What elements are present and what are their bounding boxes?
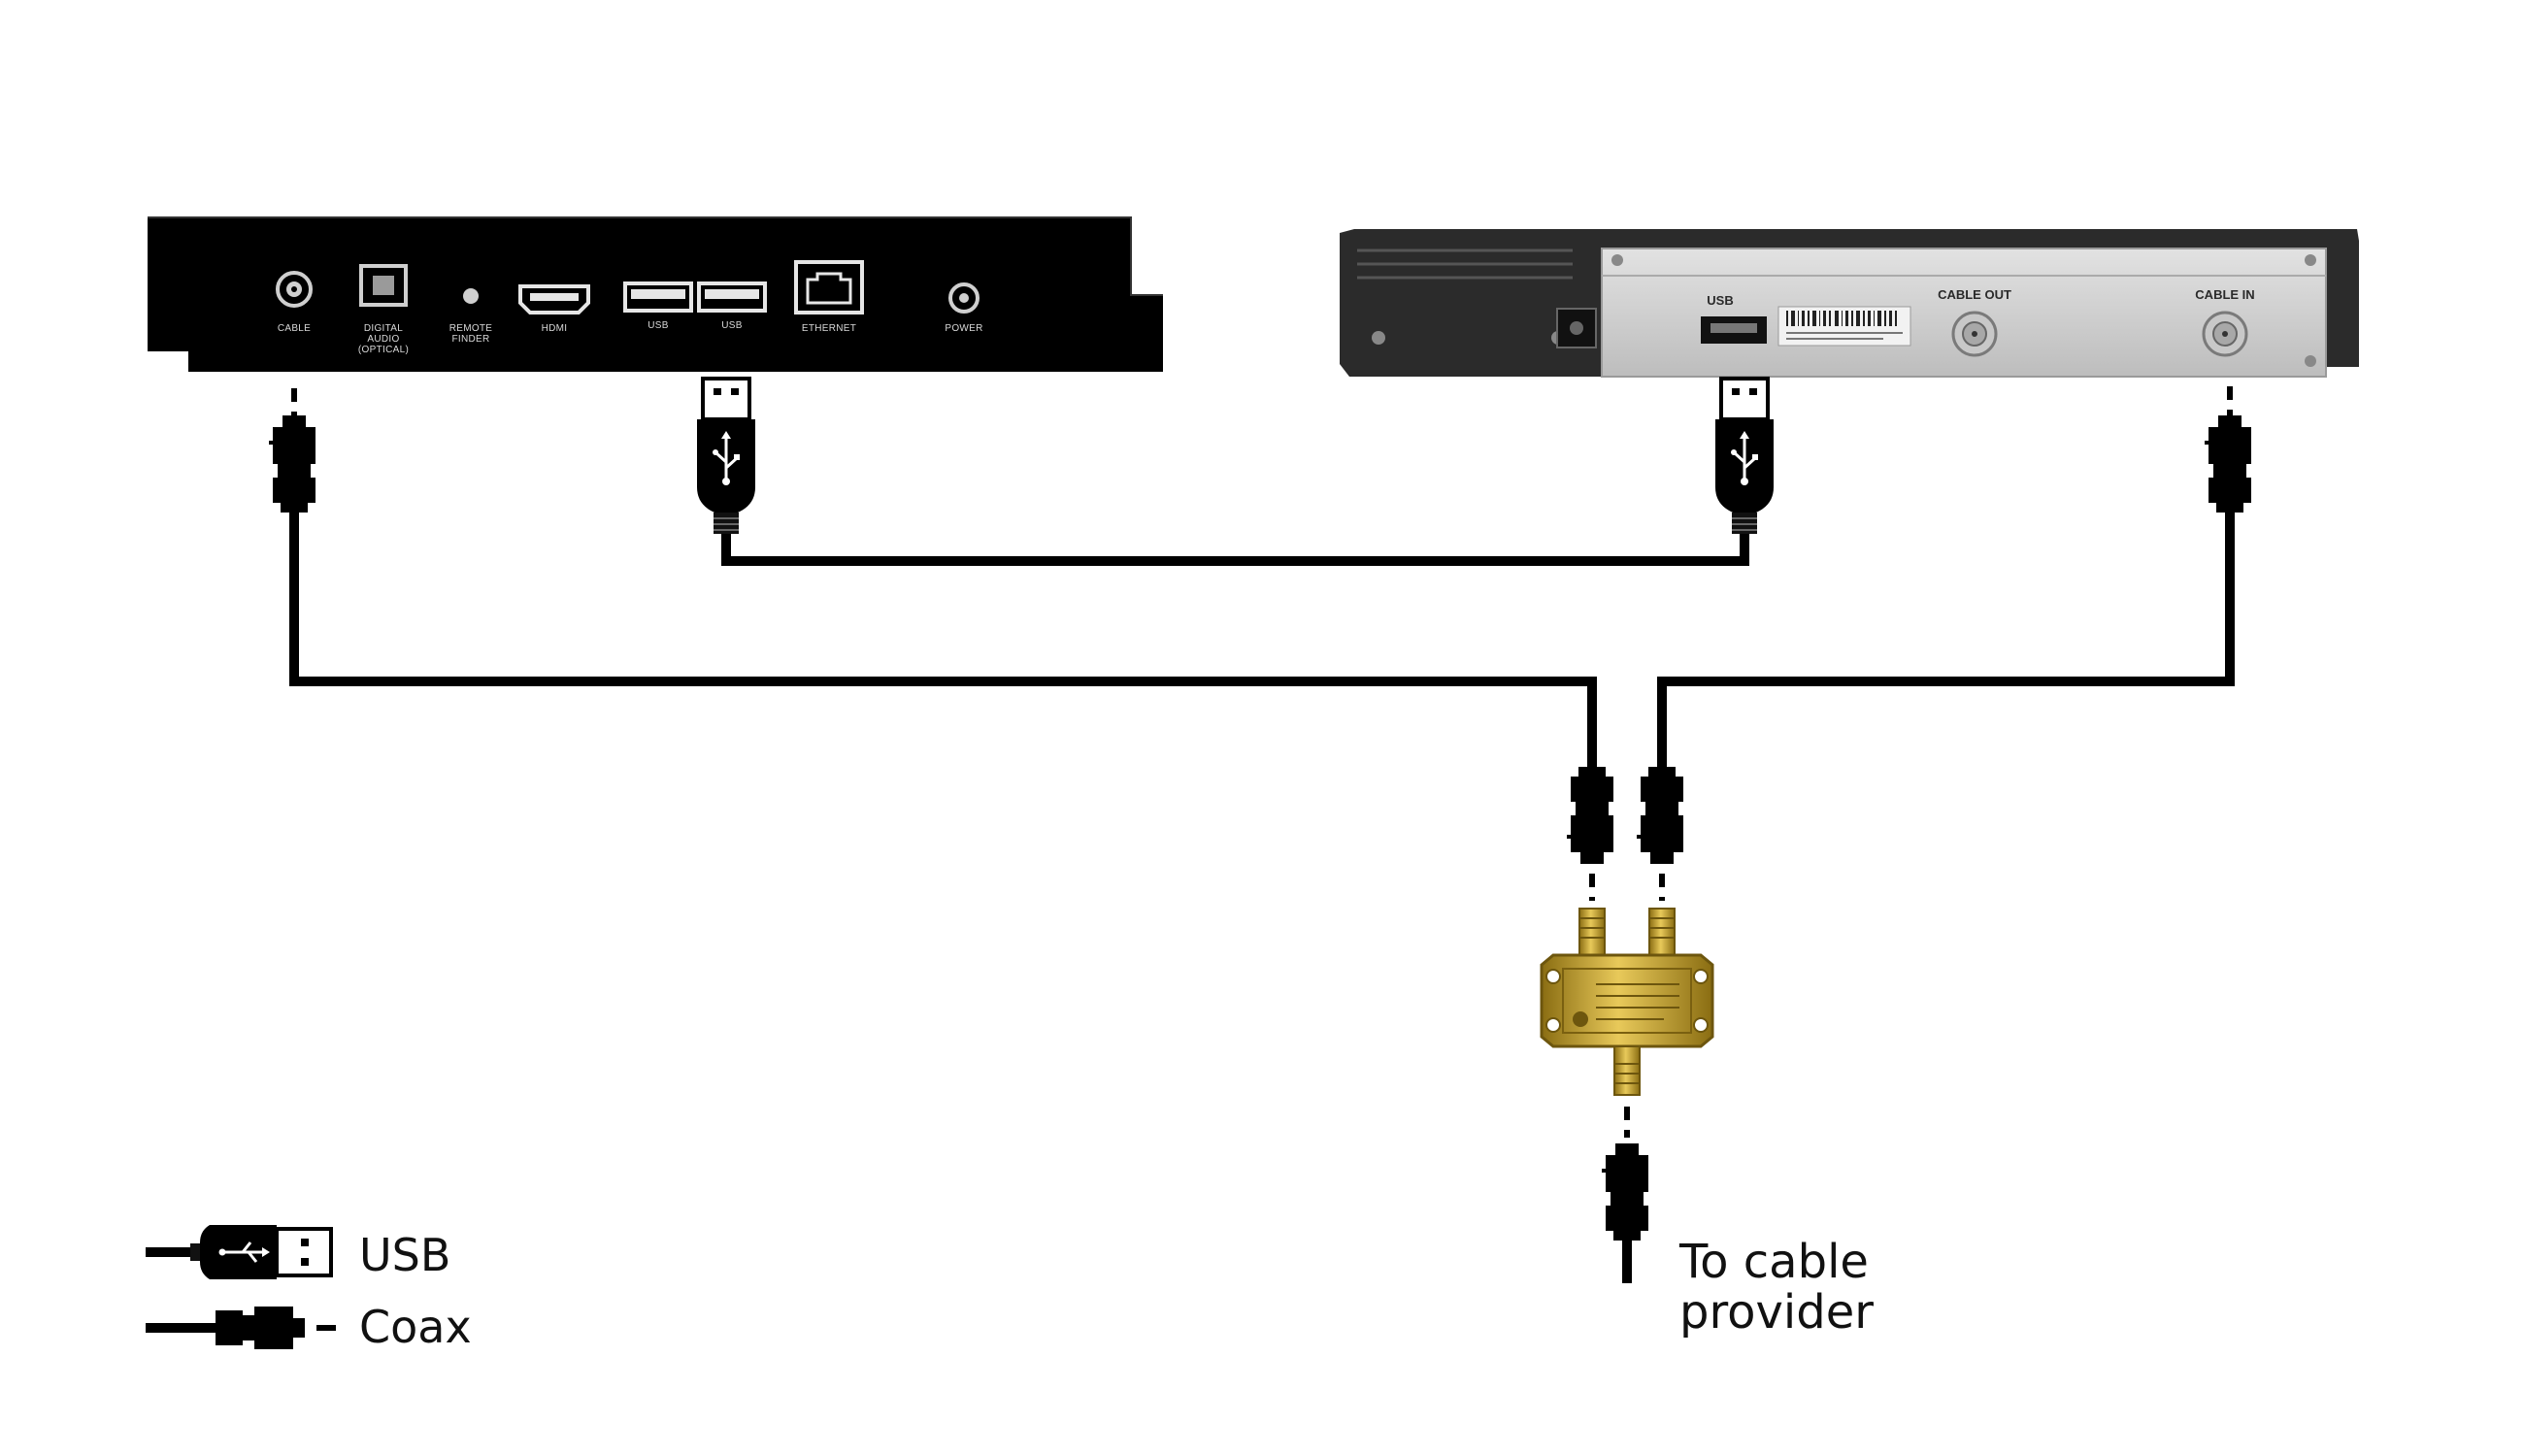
cable-splitter [1540, 908, 1714, 1096]
tv-usb-plug [695, 377, 757, 536]
tv-power-port: POWER [945, 282, 982, 334]
splitter-right-coax-plug [1635, 765, 1685, 866]
tv-usb-port-1: USB [623, 281, 693, 331]
box-cable-out-port: CABLE OUT [1938, 287, 2011, 357]
tv-remote-finder-label-1: REMOTE [449, 323, 493, 334]
tv-hdmi-label: HDMI [542, 323, 568, 334]
tv-optical-label-1: DIGITAL [364, 323, 403, 334]
coax-cable-tv [289, 505, 1597, 777]
tv-cable-port: CABLE [276, 271, 313, 334]
box-usb-label: USB [1707, 293, 1733, 308]
tv-optical-label-2: AUDIO [367, 334, 399, 345]
box-usb-plug [1713, 377, 1776, 536]
tv-optical-port: DIGITAL AUDIO (OPTICAL) [358, 264, 409, 355]
tv-power-label: POWER [945, 323, 982, 334]
box-usb-port: USB [1701, 293, 1767, 344]
legend-coax-label: Coax [359, 1301, 472, 1353]
box-coax-plug [2203, 414, 2253, 514]
legend: USB Coax [146, 1225, 472, 1353]
tv-remote-finder-port: REMOTE FINDER [449, 288, 493, 345]
box-cable-in-port: CABLE IN [2195, 287, 2255, 357]
legend-usb-icon [146, 1225, 333, 1279]
cable-box-rear-panel: USB CABLE OUT [1340, 229, 2359, 378]
legend-coax-icon [146, 1307, 336, 1349]
tv-hdmi-port: HDMI [518, 284, 590, 334]
tv-usb-1-label: USB [648, 320, 668, 331]
box-cable-out-label: CABLE OUT [1938, 287, 2011, 302]
tv-remote-finder-label-2: FINDER [451, 334, 489, 345]
tv-usb-2-label: USB [721, 320, 742, 331]
tv-optical-label-3: (OPTICAL) [358, 345, 409, 355]
tv-coax-plug [267, 414, 317, 514]
tv-ethernet-port: ETHERNET [794, 260, 864, 334]
provider-coax-plug [1600, 1142, 1650, 1242]
caption-line-2: provider [1679, 1285, 1874, 1340]
caption-line-1: To cable [1678, 1235, 1869, 1289]
usb-cable [721, 532, 1749, 566]
tv-rear-panel: CABLE DIGITAL AUDIO (OPTICAL) REMOTE FIN… [148, 216, 1163, 372]
tv-cable-port-label: CABLE [278, 323, 311, 334]
tv-ethernet-label: ETHERNET [802, 323, 856, 334]
coax-cable-box [1657, 505, 2235, 777]
box-cable-in-label: CABLE IN [2195, 287, 2254, 302]
barcode-sticker [1777, 306, 1911, 347]
legend-usb-label: USB [359, 1229, 450, 1281]
tv-usb-port-2: USB [697, 281, 767, 331]
splitter-left-coax-plug [1565, 765, 1615, 866]
